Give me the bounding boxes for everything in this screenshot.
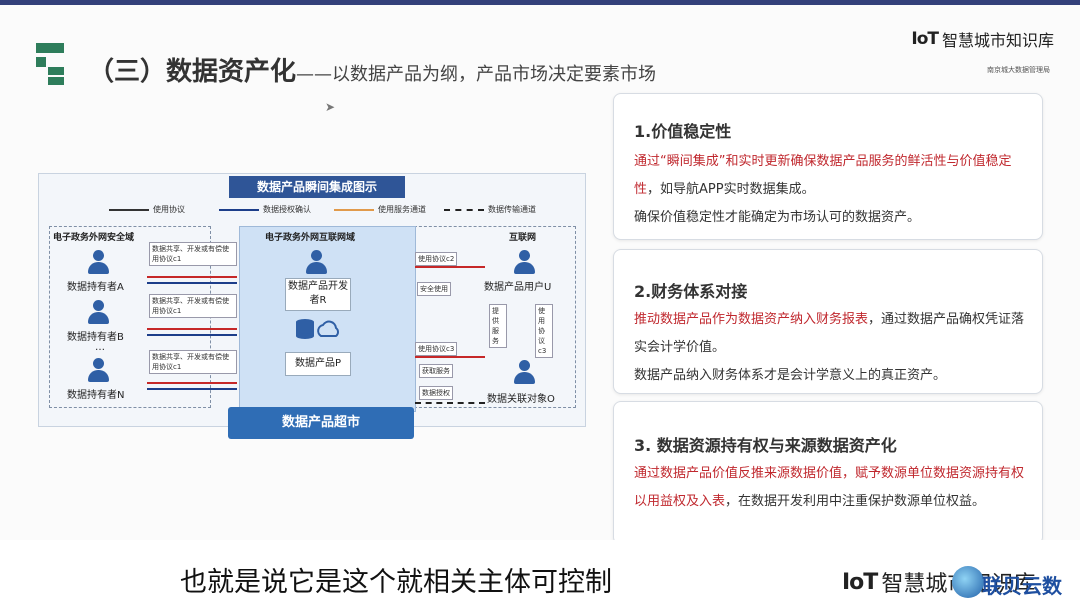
diagram: 数据产品瞬间集成图示 使用协议 数据授权确认 使用服务通道 数据传输通道 电子政…: [38, 173, 586, 427]
database-cloud-icon: [295, 318, 341, 342]
card-text: 数据产品纳入财务体系才是会计学意义上的真正资产。: [634, 368, 947, 383]
card-text: ，如导航APP实时数据集成。: [647, 182, 815, 197]
card-finance: 2.财务体系对接 推动数据产品作为数据资产纳入财务报表，通过数据产品确权凭证落实…: [613, 249, 1043, 394]
market-box: 数据产品超市: [228, 407, 414, 439]
legend-line-icon: [219, 208, 259, 211]
slide-logo-icon: [36, 43, 64, 89]
zone-mid: [239, 226, 416, 412]
holder-note: 数据共享、开发或有偿使用协议c1: [149, 350, 237, 374]
iot-logo-icon: IoT: [911, 29, 939, 49]
card-highlight: 通过数据产品价值反推来源数据价值，赋予数源单位数据资源持有权以用益权及入表: [634, 466, 1025, 509]
globe-icon: [952, 566, 984, 598]
arrow-icon: [415, 266, 485, 268]
title-main: （三）数据资产化: [88, 57, 297, 87]
holder-n: 数据持有者N: [67, 390, 125, 401]
legend-label: 使用协议: [153, 205, 185, 214]
legend-line-icon: [444, 208, 484, 211]
arrow-icon: [147, 328, 237, 330]
right-note: 提供服务: [489, 304, 507, 348]
diagram-title: 数据产品瞬间集成图示: [229, 176, 405, 198]
card-text: 确保价值稳定性才能确定为市场认可的数据资产。: [634, 210, 921, 225]
person-icon: [511, 250, 537, 276]
arrow-icon: [147, 388, 237, 390]
right-note: 使用协议c3: [535, 304, 553, 358]
zone-mid-label: 电子政务外网互联网域: [265, 233, 356, 243]
slide-title: （三）数据资产化——以数据产品为纲，产品市场决定要素市场: [88, 51, 656, 88]
legend-item: 使用服务通道: [334, 204, 426, 215]
right-note: 使用协议c2: [415, 252, 458, 266]
legend-line-icon: [109, 208, 149, 211]
watermark-text: 联贝云数: [982, 574, 1062, 598]
right-note: 获取服务: [419, 364, 453, 378]
person-icon: [85, 358, 111, 384]
arrow-icon: [147, 334, 237, 336]
holder-b: 数据持有者B: [67, 332, 124, 343]
title-sub: ——以数据产品为纲，产品市场决定要素市场: [296, 64, 657, 85]
card-heading: 1.价值稳定性: [634, 122, 732, 141]
brand: IoT 智慧城市知识库: [911, 27, 1054, 51]
card-body: 通过数据产品价值反推来源数据价值，赋予数源单位数据资源持有权以用益权及入表，在数…: [634, 460, 1029, 516]
user-label: 数据产品用户U: [484, 282, 552, 293]
zone-right-label: 互联网: [509, 233, 537, 243]
legend-line-icon: [334, 208, 374, 211]
video-caption: 也就是说它是这个就相关主体可控制: [180, 567, 612, 598]
card-highlight: 推动数据产品作为数据资产纳入财务报表: [634, 312, 869, 327]
watermark: 联贝云数: [952, 564, 1070, 600]
arrow-icon: [415, 356, 485, 358]
brand-sub: 南京城大数据管理局: [987, 66, 1050, 74]
right-note: 安全使用: [417, 282, 451, 296]
right-note: 使用协议c3: [415, 342, 458, 356]
mouse-cursor-icon: ➤: [325, 100, 336, 114]
person-icon: [85, 300, 111, 326]
card-value-stability: 1.价值稳定性 通过“瞬间集成”和实时更新确保数据产品服务的鲜活性与价值稳定性，…: [613, 93, 1043, 240]
card-ownership: 3. 数据资源持有权与来源数据资产化 通过数据产品价值反推来源数据价值，赋予数源…: [613, 401, 1043, 545]
legend-label: 使用服务通道: [378, 205, 426, 214]
arrow-icon: [415, 402, 485, 404]
legend-item: 数据传输通道: [444, 204, 536, 215]
card-text: ，在数据开发利用中注重保护数源单位权益。: [725, 494, 986, 509]
top-bar: [0, 0, 1080, 5]
person-icon: [85, 250, 111, 276]
slide: （三）数据资产化——以数据产品为纲，产品市场决定要素市场 IoT 智慧城市知识库…: [0, 5, 1080, 545]
holder-note: 数据共享、开发或有偿使用协议c1: [149, 294, 237, 318]
product-box: 数据产品P: [285, 352, 351, 376]
card-highlight: 通过“瞬间集成”和实时更新确保数据产品服务的鲜活性与价值稳定性: [634, 154, 1012, 197]
card-body: 通过“瞬间集成”和实时更新确保数据产品服务的鲜活性与价值稳定性，如导航APP实时…: [634, 148, 1029, 232]
legend-label: 数据授权确认: [263, 205, 311, 214]
developer-box: 数据产品开发者R: [285, 278, 351, 311]
person-icon: [511, 360, 537, 386]
card-body: 推动数据产品作为数据资产纳入财务报表，通过数据产品确权凭证落实会计学价值。数据产…: [634, 306, 1029, 390]
card-heading: 3. 数据资源持有权与来源数据资产化: [634, 436, 897, 455]
holder-a: 数据持有者A: [67, 282, 124, 293]
holder-note: 数据共享、开发或有偿使用协议c1: [149, 242, 237, 266]
subject-label: 数据关联对象O: [487, 394, 555, 405]
subtitle-bar: [0, 540, 1080, 608]
arrow-icon: [147, 282, 237, 284]
card-text: ，通过数据产品确权凭证落实会计学价值。: [634, 312, 1025, 355]
legend-item: 使用协议: [109, 204, 185, 215]
brand-name: 智慧城市知识库: [941, 31, 1054, 50]
right-note: 数据授权: [419, 386, 453, 400]
legend-label: 数据传输通道: [488, 205, 536, 214]
arrow-icon: [147, 276, 237, 278]
zone-left-label: 电子政务外网安全域: [53, 233, 135, 243]
legend-item: 数据授权确认: [219, 204, 311, 215]
card-heading: 2.财务体系对接: [634, 282, 748, 301]
person-icon: [303, 250, 329, 276]
arrow-icon: [147, 382, 237, 384]
ellipsis: …: [95, 342, 105, 353]
iot-logo-icon: IoT: [842, 569, 878, 595]
